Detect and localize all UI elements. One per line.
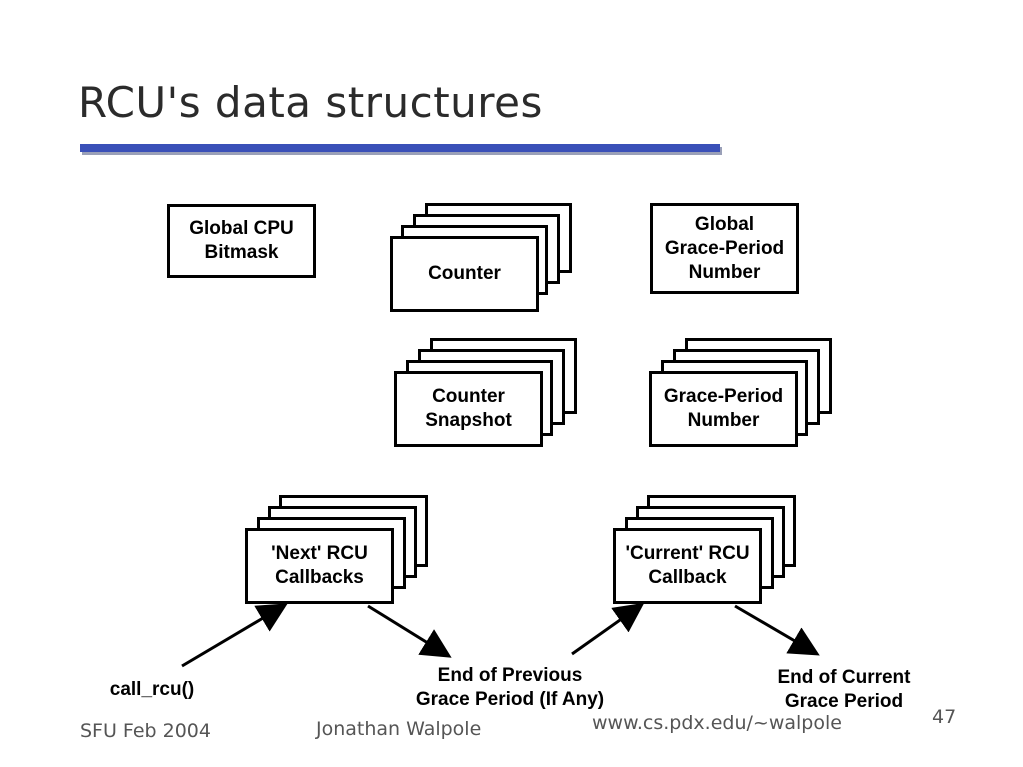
counter-snapshot-box [394, 371, 543, 447]
page-number: 47 [932, 706, 957, 728]
current-callback-label: 'Current' RCU Callback [625, 543, 750, 588]
counter-box [390, 236, 539, 312]
grace-period-number-label: Grace-Period Number [663, 386, 784, 431]
next-callbacks-box [245, 528, 394, 604]
arrow-call-rcu-to-next [181, 603, 288, 668]
arrow-end-previous-to-current [571, 602, 645, 656]
global-cpu-bitmask-label: Global CPU Bitmask [189, 218, 294, 263]
slide-title: RCU's data structures [78, 78, 543, 127]
footer-url: www.cs.pdx.edu/~walpole [592, 712, 842, 734]
arrow-current-to-end-current [734, 604, 820, 656]
global-grace-period-number-label: Global Grace-Period Number [664, 213, 785, 283]
counter-snapshot-label: Counter Snapshot [425, 386, 512, 431]
title-underline [80, 144, 720, 152]
next-callbacks-label: 'Next' RCU Callbacks [271, 543, 368, 588]
grace-period-number-box [649, 371, 798, 447]
end-of-previous-grace-period-label: End of Previous Grace Period (If Any) [415, 665, 605, 710]
end-of-current-grace-period-label: End of Current Grace Period [777, 667, 911, 712]
global-grace-period-number-box [650, 203, 799, 294]
footer-author: Jonathan Walpole [316, 718, 482, 740]
footer-date: SFU Feb 2004 [80, 720, 211, 742]
call-rcu-label: call_rcu() [109, 679, 195, 700]
global-cpu-bitmask-box [167, 204, 316, 278]
counter-label: Counter [428, 263, 501, 284]
arrow-next-to-end-previous [367, 604, 452, 658]
current-callback-box [613, 528, 762, 604]
